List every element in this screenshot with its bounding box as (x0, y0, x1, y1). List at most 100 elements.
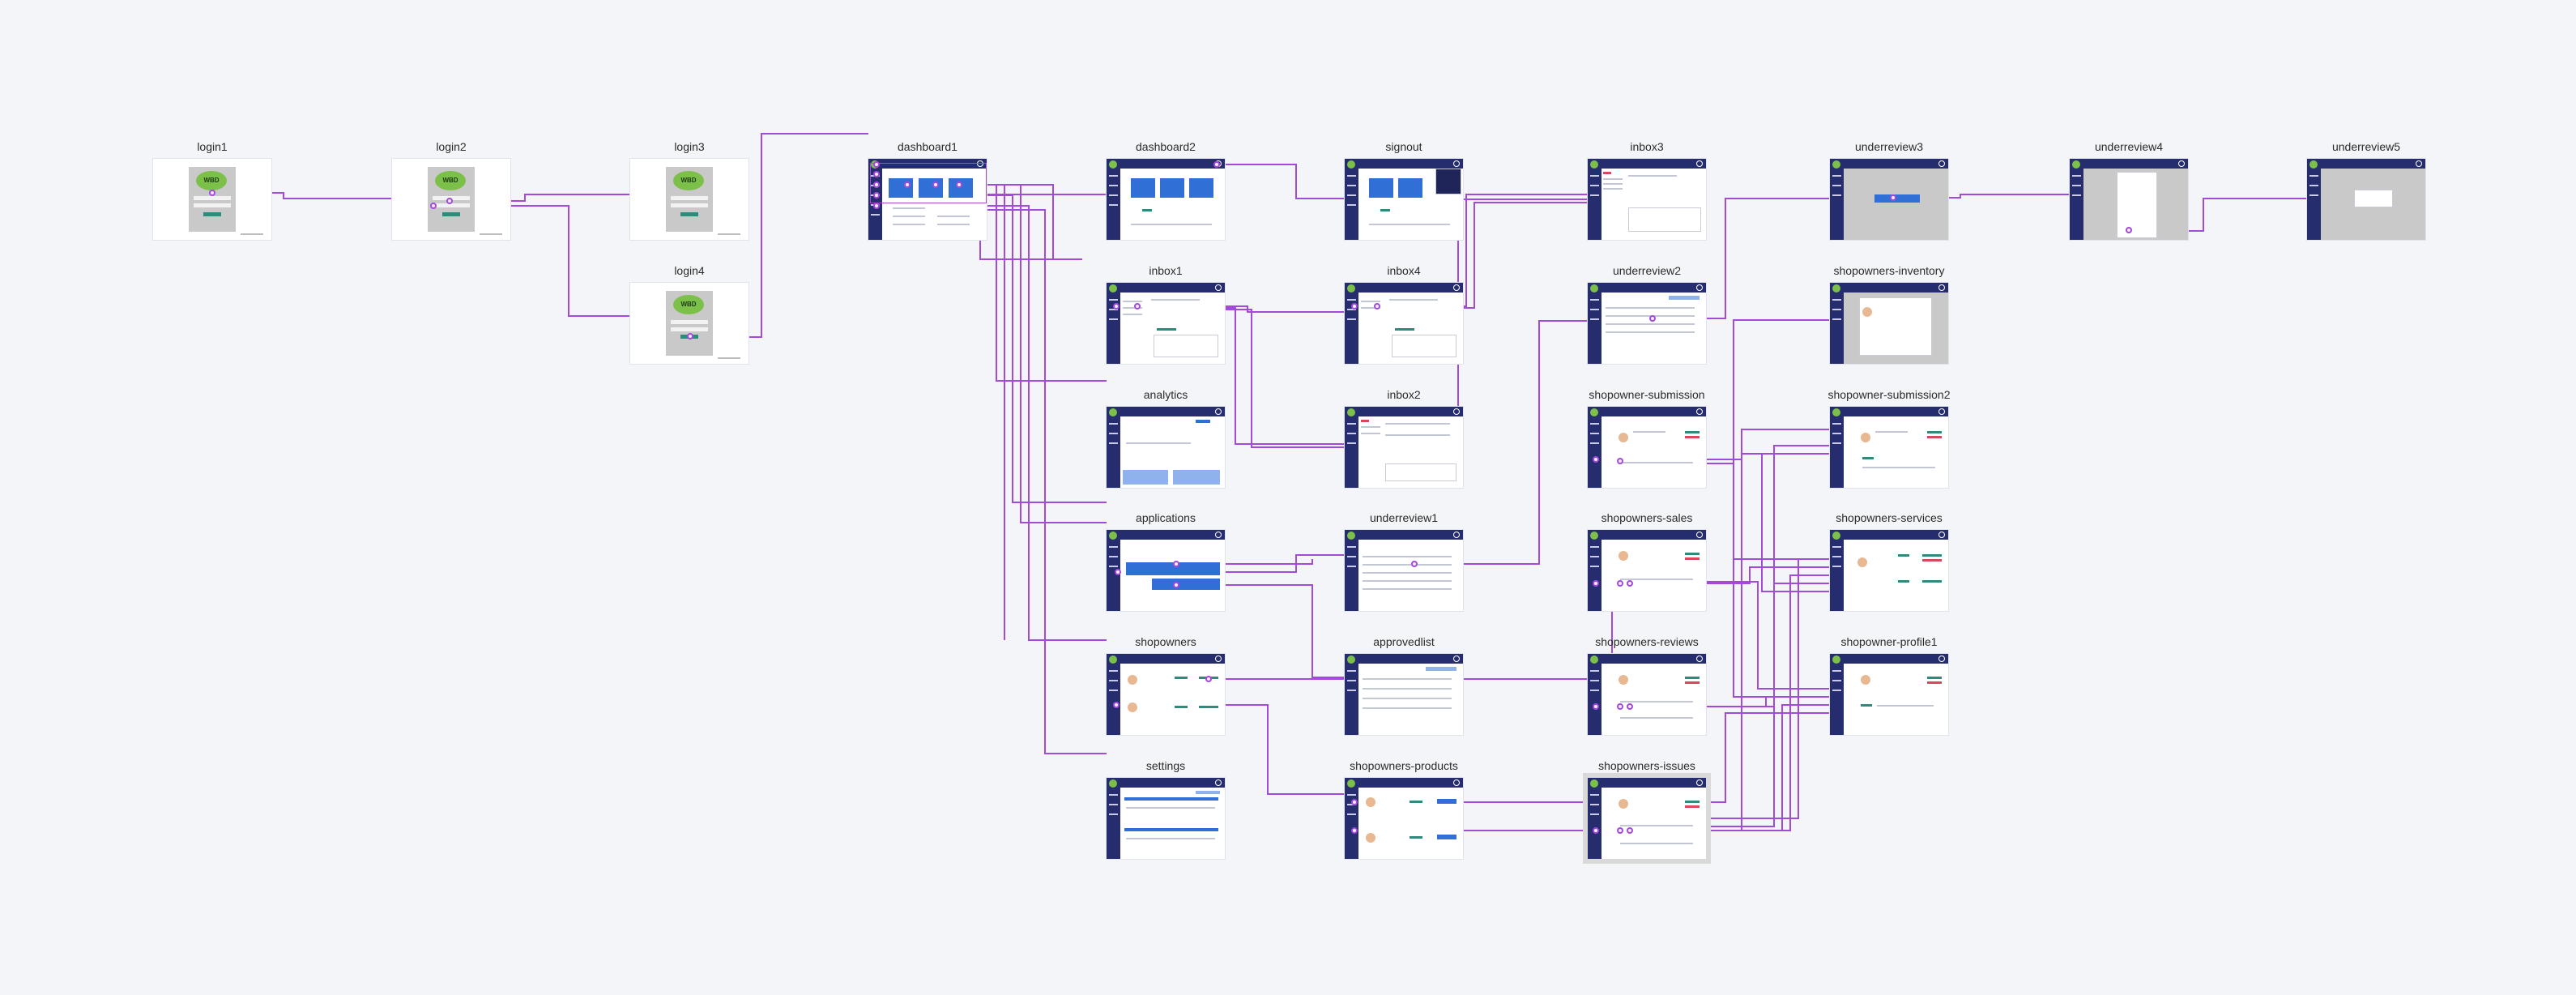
modal-button[interactable] (1874, 194, 1920, 203)
gear-icon[interactable] (1453, 160, 1460, 167)
approve-button[interactable] (1685, 801, 1700, 803)
hotspot[interactable] (1617, 703, 1623, 710)
hotspot[interactable] (446, 198, 453, 204)
stat-card[interactable] (919, 178, 943, 198)
filter-bar[interactable] (1426, 667, 1456, 671)
table-row[interactable] (1363, 678, 1452, 680)
gear-icon[interactable] (1453, 779, 1460, 786)
gear-icon[interactable] (1696, 160, 1703, 167)
view-button[interactable] (1199, 706, 1218, 708)
view-button[interactable] (1437, 835, 1456, 839)
screen-thumbnail[interactable] (1107, 407, 1225, 488)
table-row[interactable] (1363, 707, 1452, 709)
gear-icon[interactable] (1453, 532, 1460, 538)
hotspot[interactable] (2126, 227, 2132, 233)
table-row[interactable] (1363, 572, 1452, 574)
save-button[interactable] (1196, 791, 1220, 794)
reject-button[interactable] (1685, 557, 1700, 560)
hotspot[interactable] (1593, 580, 1599, 587)
password-field[interactable] (671, 327, 708, 331)
gear-icon[interactable] (2416, 160, 2422, 167)
message-row[interactable] (1123, 307, 1142, 309)
hotspot[interactable] (209, 190, 215, 196)
tab-active[interactable] (1862, 457, 1874, 459)
gear-icon[interactable] (1696, 779, 1703, 786)
screen-thumbnail[interactable] (1345, 778, 1463, 859)
screen-thumbnail[interactable] (1588, 530, 1706, 611)
screen-thumbnail[interactable] (1107, 530, 1225, 611)
gear-icon[interactable] (1938, 408, 1945, 415)
screen-thumbnail[interactable]: WBD (630, 159, 748, 240)
gear-icon[interactable] (977, 160, 983, 167)
tab-row[interactable] (1877, 705, 1934, 707)
screen-thumbnail[interactable] (1345, 654, 1463, 735)
login-button[interactable] (680, 212, 698, 216)
table-row[interactable] (1363, 688, 1452, 690)
applications-under-review-card[interactable] (1126, 562, 1220, 575)
hotspot[interactable] (1351, 799, 1358, 805)
gear-icon[interactable] (1696, 408, 1703, 415)
reject-button[interactable] (1685, 436, 1700, 438)
gear-icon[interactable] (2178, 160, 2185, 167)
gear-icon[interactable] (1215, 408, 1222, 415)
screen-thumbnail[interactable] (1345, 530, 1463, 611)
password-field[interactable] (671, 203, 708, 207)
hotspot[interactable] (1627, 703, 1633, 710)
approve-button[interactable] (1927, 431, 1942, 433)
signout-dropdown[interactable] (1435, 169, 1461, 194)
hotspot[interactable] (1593, 827, 1599, 834)
hotspot[interactable] (1113, 702, 1120, 708)
screen-thumbnail[interactable] (1107, 654, 1225, 735)
hotspot[interactable] (1627, 580, 1633, 587)
reject-button[interactable] (1927, 681, 1942, 684)
hotspot[interactable] (1890, 194, 1896, 201)
hotspot[interactable] (1351, 827, 1358, 834)
hotspot[interactable] (1134, 303, 1141, 310)
username-field[interactable] (194, 196, 231, 200)
screen-thumbnail[interactable]: WBD (153, 159, 271, 240)
screen-thumbnail[interactable] (1588, 159, 1706, 240)
hotspot[interactable] (1173, 561, 1179, 567)
message-row[interactable] (1361, 301, 1380, 302)
filter-button[interactable] (1196, 420, 1210, 423)
screen-thumbnail[interactable] (1107, 283, 1225, 364)
approve-button[interactable] (1685, 677, 1700, 679)
login-button[interactable] (203, 212, 221, 216)
gear-icon[interactable] (1215, 656, 1222, 662)
approve-button[interactable] (1922, 554, 1942, 557)
hotspot[interactable] (1213, 161, 1220, 168)
message-row[interactable] (1603, 188, 1623, 190)
applications-approved-card[interactable] (1152, 579, 1220, 590)
screen-thumbnail[interactable] (1588, 407, 1706, 488)
screen-thumbnail[interactable] (1588, 778, 1706, 859)
tab-active[interactable] (1861, 704, 1872, 707)
username-field[interactable] (671, 196, 708, 200)
password-field[interactable] (194, 203, 231, 207)
screen-thumbnail[interactable] (1107, 778, 1225, 859)
hotspot[interactable] (956, 181, 962, 188)
reply-box[interactable] (1385, 463, 1456, 481)
reject-button[interactable] (1927, 436, 1942, 438)
hotspot[interactable] (873, 203, 880, 209)
gear-icon[interactable] (1453, 408, 1460, 415)
gear-icon[interactable] (1938, 160, 1945, 167)
hotspot[interactable] (430, 203, 437, 209)
gear-icon[interactable] (1215, 779, 1222, 786)
hotspot[interactable] (1115, 569, 1121, 575)
screen-thumbnail[interactable] (1830, 654, 1948, 735)
hotspot[interactable] (873, 161, 880, 168)
table-row[interactable] (1606, 323, 1695, 325)
filter-bar[interactable] (1669, 296, 1700, 300)
hotspot[interactable] (1649, 315, 1656, 322)
hotspot[interactable] (1374, 303, 1380, 310)
gear-icon[interactable] (1453, 284, 1460, 291)
hotspot[interactable] (873, 192, 880, 199)
settings-row[interactable] (1126, 807, 1215, 809)
screen-thumbnail[interactable]: WBD (630, 283, 748, 364)
table-row[interactable] (1363, 698, 1452, 699)
hotspot[interactable] (1617, 580, 1623, 587)
gear-icon[interactable] (1938, 656, 1945, 662)
hotspot[interactable] (1173, 582, 1179, 588)
screen-thumbnail[interactable] (1345, 159, 1463, 240)
hotspot[interactable] (687, 333, 693, 339)
